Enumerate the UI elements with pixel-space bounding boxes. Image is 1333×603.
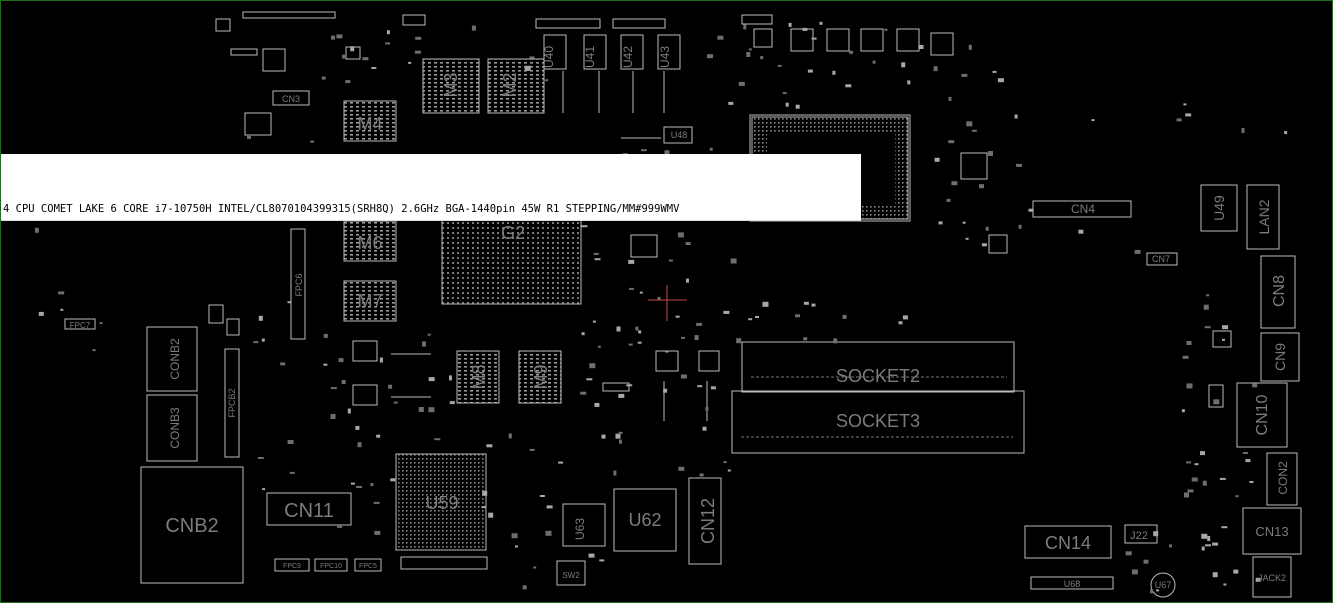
- tooltip-text: 4 CPU COMET LAKE 6 CORE i7-10750H INTEL/…: [3, 203, 680, 215]
- label-u40[interactable]: U40: [542, 46, 556, 68]
- label-con2[interactable]: CON2: [1276, 461, 1290, 495]
- label-fpc9[interactable]: FPC9: [283, 563, 301, 570]
- component-tooltip: 4 CPU COMET LAKE 6 CORE i7-10750H INTEL/…: [1, 154, 861, 221]
- label-m9[interactable]: M9: [531, 364, 551, 389]
- label-jack2[interactable]: JACK2: [1258, 573, 1286, 583]
- label-m8[interactable]: M8: [469, 364, 489, 389]
- label-cn4[interactable]: CN4: [1071, 202, 1095, 216]
- label-conb2[interactable]: CONB2: [168, 338, 182, 380]
- label-cn8[interactable]: CN8: [1271, 275, 1288, 307]
- label-u63[interactable]: U63: [573, 518, 587, 540]
- label-cn13[interactable]: CN13: [1255, 524, 1288, 539]
- label-m6[interactable]: M6: [357, 233, 382, 253]
- label-fpc6[interactable]: FPC6: [294, 273, 304, 296]
- label-fpcb2[interactable]: FPCB2: [227, 388, 237, 417]
- label-cn14[interactable]: CN14: [1045, 533, 1091, 553]
- label-u62[interactable]: U62: [628, 510, 661, 530]
- label-fpc10[interactable]: FPC10: [320, 563, 342, 570]
- label-socket2[interactable]: SOCKET2: [836, 366, 920, 386]
- label-fpc5[interactable]: FPC5: [359, 563, 377, 570]
- label-m4[interactable]: M4: [357, 114, 382, 134]
- label-conb3[interactable]: CONB3: [168, 407, 182, 449]
- label-lan2[interactable]: LAN2: [1256, 199, 1272, 234]
- label-sw2[interactable]: SW2: [562, 571, 580, 580]
- label-u41[interactable]: U41: [583, 46, 597, 68]
- label-cn11[interactable]: CN11: [284, 500, 334, 522]
- label-cn3[interactable]: CN3: [282, 94, 300, 104]
- label-m3[interactable]: M3: [441, 72, 461, 97]
- label-cn9[interactable]: CN9: [1272, 343, 1288, 371]
- label-u43[interactable]: U43: [658, 46, 672, 68]
- label-cn12[interactable]: CN12: [698, 498, 718, 544]
- label-u49[interactable]: U49: [1211, 195, 1227, 221]
- label-u42[interactable]: U42: [621, 46, 635, 68]
- label-cn10[interactable]: CN10: [1254, 394, 1271, 435]
- label-fpc7[interactable]: FPC7: [70, 321, 91, 330]
- label-socket3[interactable]: SOCKET3: [836, 411, 920, 431]
- label-u59[interactable]: U59: [425, 493, 458, 513]
- label-j22[interactable]: J22: [1130, 530, 1148, 542]
- label-m7[interactable]: M7: [357, 291, 382, 311]
- label-cnb2[interactable]: CNB2: [165, 515, 218, 537]
- label-u67[interactable]: U67: [1155, 580, 1172, 590]
- label-u68[interactable]: U68: [1064, 579, 1081, 589]
- label-u48[interactable]: U48: [671, 130, 688, 140]
- label-m2[interactable]: M2: [500, 72, 520, 97]
- label-cn7[interactable]: CN7: [1152, 254, 1170, 264]
- label-g2[interactable]: G2: [501, 223, 525, 243]
